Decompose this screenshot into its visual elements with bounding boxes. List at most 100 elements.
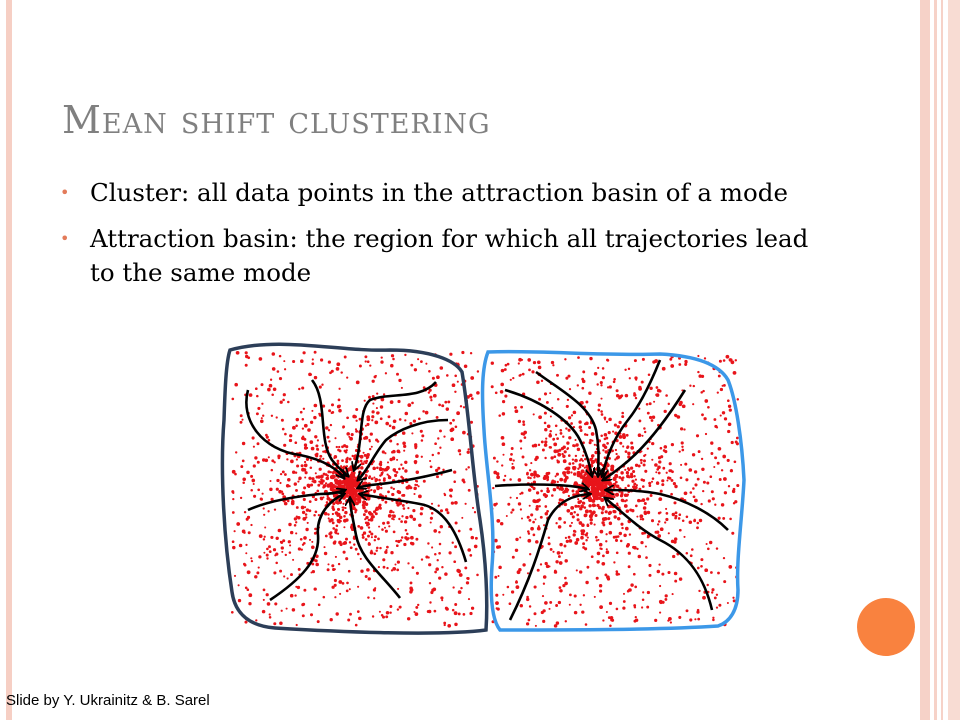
data-point	[233, 530, 236, 533]
data-point	[434, 442, 437, 446]
data-point	[570, 512, 573, 515]
data-point	[551, 406, 554, 410]
data-point	[604, 510, 608, 514]
data-point	[588, 426, 592, 429]
data-point	[605, 548, 608, 551]
data-point	[456, 380, 459, 383]
data-point	[337, 398, 341, 402]
data-point	[565, 376, 569, 380]
data-point	[324, 534, 328, 538]
data-point	[474, 536, 478, 540]
data-point	[643, 459, 646, 463]
data-point	[494, 575, 498, 579]
data-point	[535, 540, 539, 544]
data-point	[395, 544, 399, 548]
data-point	[289, 593, 294, 598]
data-point	[594, 513, 598, 518]
data-point	[528, 518, 532, 522]
data-point	[692, 403, 695, 406]
data-point	[602, 494, 606, 498]
data-point	[297, 515, 301, 520]
data-point	[378, 478, 381, 482]
data-point	[651, 415, 656, 419]
data-point	[637, 464, 641, 468]
data-point	[431, 376, 435, 380]
data-point	[298, 387, 301, 391]
data-point	[492, 486, 495, 490]
data-point	[577, 356, 580, 359]
data-point	[518, 357, 522, 362]
data-point	[366, 452, 370, 457]
data-point	[252, 482, 255, 486]
data-point	[452, 418, 455, 422]
data-point	[457, 590, 462, 594]
data-point	[607, 511, 612, 516]
data-point	[382, 393, 386, 396]
data-point	[630, 583, 634, 587]
data-point	[688, 520, 693, 524]
data-point	[313, 375, 318, 380]
mode-point	[615, 492, 619, 497]
data-point	[495, 601, 499, 605]
data-point	[723, 491, 728, 495]
data-point	[597, 403, 602, 407]
data-point	[614, 448, 618, 452]
data-point	[627, 468, 631, 472]
data-point	[294, 441, 298, 445]
data-point	[234, 472, 237, 476]
data-point	[655, 386, 659, 389]
data-point	[695, 434, 700, 438]
data-point	[308, 509, 312, 513]
data-point	[441, 565, 444, 569]
data-point	[497, 574, 500, 578]
data-point	[577, 504, 581, 508]
data-point	[324, 473, 328, 476]
data-point	[273, 571, 277, 575]
data-point	[574, 439, 577, 441]
data-point	[684, 359, 688, 364]
data-point	[376, 546, 379, 550]
data-point	[414, 444, 418, 449]
mode-point	[588, 514, 593, 519]
data-point	[672, 554, 676, 559]
data-point	[714, 456, 718, 460]
data-point	[522, 420, 525, 424]
data-point	[460, 586, 463, 590]
data-point	[311, 358, 314, 361]
data-point	[582, 370, 586, 374]
data-point	[366, 417, 371, 422]
data-point	[311, 540, 314, 543]
data-point	[304, 460, 307, 464]
data-point	[235, 350, 240, 355]
data-point	[585, 400, 589, 404]
mode-point	[595, 496, 600, 501]
mode-point	[347, 479, 352, 484]
data-point	[713, 465, 716, 469]
data-point	[590, 432, 595, 436]
data-point	[514, 409, 519, 414]
data-point	[260, 417, 263, 420]
data-point	[532, 487, 536, 491]
data-point	[311, 570, 315, 574]
data-point	[337, 532, 340, 535]
data-point	[404, 419, 407, 422]
data-point	[708, 540, 713, 545]
data-point	[537, 525, 540, 528]
data-point	[657, 534, 662, 538]
data-point	[581, 459, 584, 462]
data-point	[279, 569, 283, 573]
data-point	[538, 505, 541, 508]
data-point	[591, 503, 596, 508]
data-point	[572, 425, 576, 429]
data-point	[702, 595, 706, 600]
data-point	[309, 440, 314, 444]
data-point	[379, 546, 382, 550]
data-point	[387, 490, 390, 494]
data-point	[322, 484, 327, 488]
data-point	[268, 550, 272, 554]
mode-point	[337, 483, 342, 488]
data-point	[376, 411, 380, 415]
data-point	[606, 470, 610, 473]
data-point	[641, 357, 645, 361]
data-point	[522, 563, 526, 567]
